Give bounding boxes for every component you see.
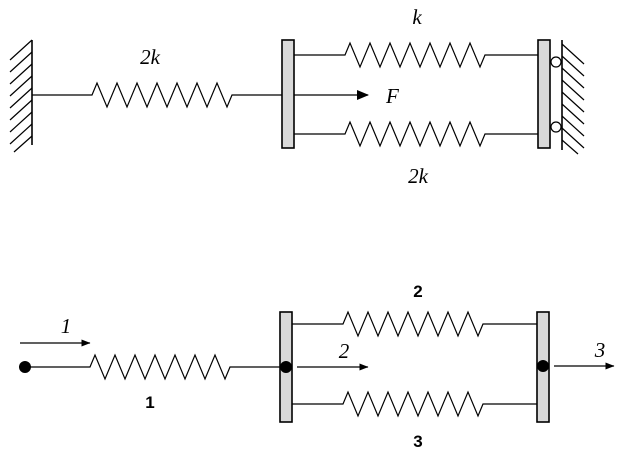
spring-k-upper-label: k: [412, 5, 422, 29]
top-system: 2k k F 2k: [9, 5, 585, 188]
lower-roller: [550, 121, 562, 133]
element-2-label: 2: [413, 282, 422, 301]
node-2: [280, 361, 292, 373]
node-1-label: 1: [61, 314, 72, 338]
element-3-label: 3: [413, 432, 422, 451]
middle-rigid-plate: [281, 39, 295, 149]
node-3: [537, 360, 549, 372]
spring-2k-lower-label: 2k: [408, 164, 429, 188]
right-wall: [561, 40, 585, 155]
element-2-spring: [292, 310, 537, 338]
spring-k-upper: [294, 41, 538, 69]
element-1-spring: [25, 353, 280, 381]
spring-2k-left: [32, 81, 282, 109]
bottom-model: 1 1 2 2 3 3: [19, 282, 615, 451]
upper-roller: [550, 56, 562, 68]
right-rigid-plate: [537, 39, 551, 149]
spring-2k-left-label: 2k: [140, 45, 161, 69]
force-label: F: [385, 84, 399, 108]
node-3-label: 3: [594, 338, 606, 362]
element-3-spring: [292, 390, 537, 418]
spring-2k-lower: [294, 120, 538, 148]
node-2-label: 2: [339, 339, 350, 363]
element-1-label: 1: [145, 393, 154, 412]
left-fixed-wall: [9, 39, 33, 153]
